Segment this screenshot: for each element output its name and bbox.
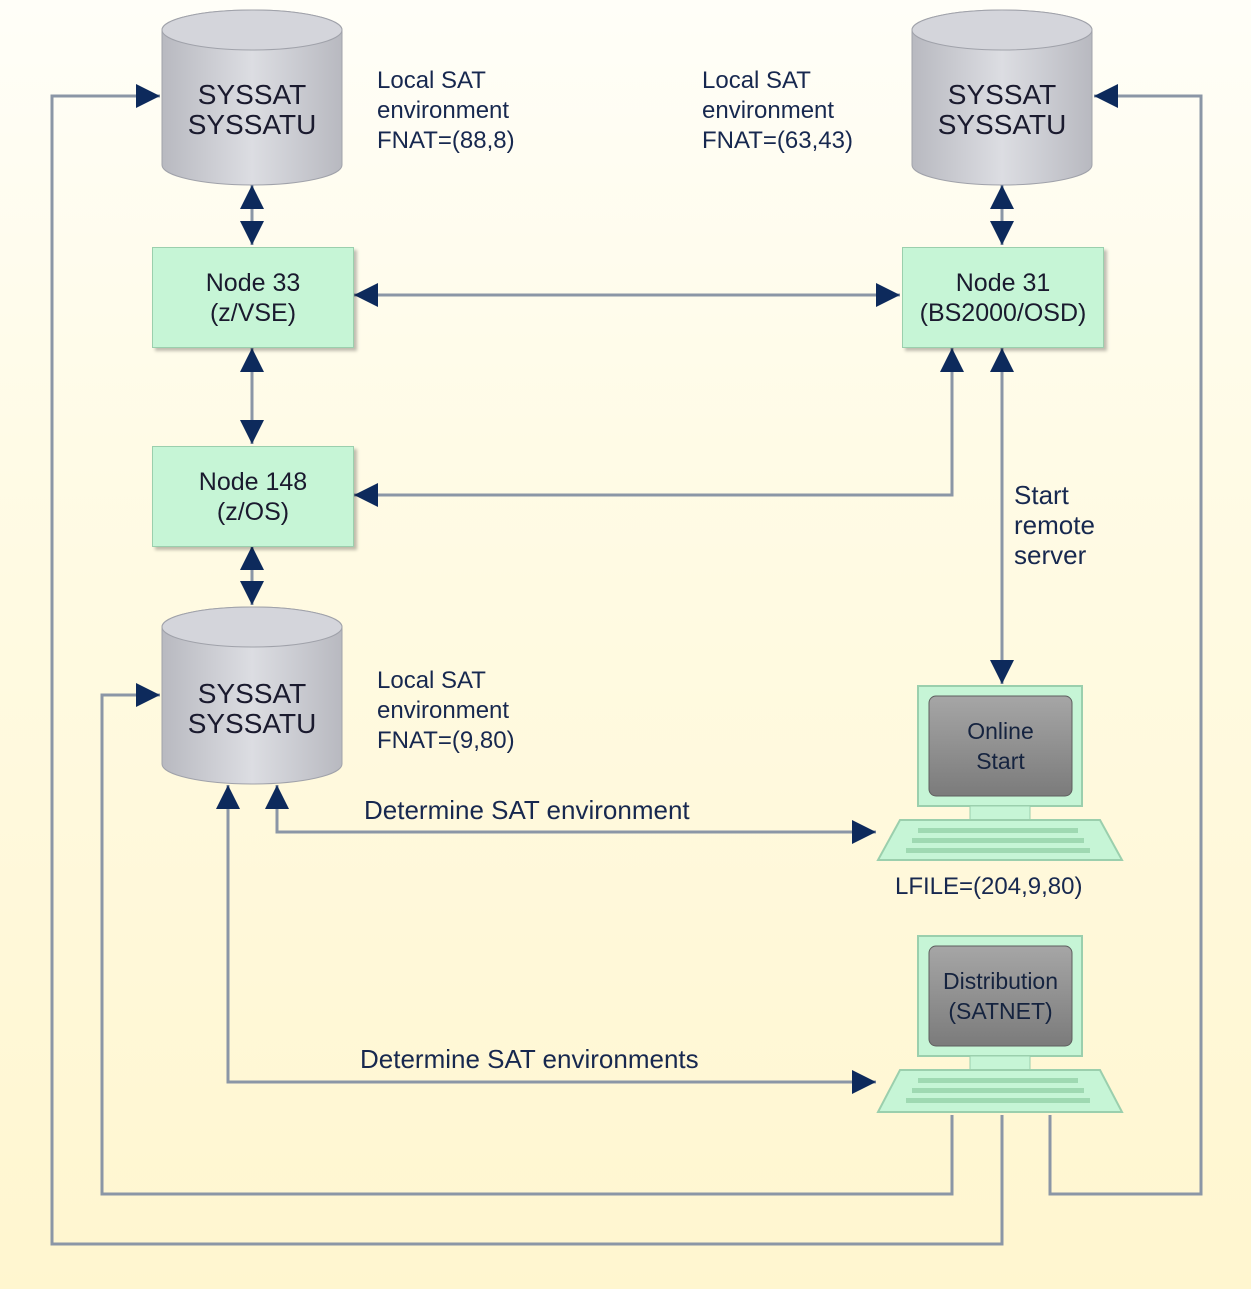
terminal-distribution	[876, 935, 1124, 1113]
start-remote-line3: server	[1014, 540, 1087, 570]
node-33-name: Node 33	[205, 268, 301, 297]
db-middle-left-line2: SYSSATU	[187, 708, 317, 739]
node-31-name: Node 31	[955, 268, 1051, 297]
online-start-line2: Start	[976, 748, 1025, 774]
terminal-online-start	[876, 685, 1124, 861]
note-top-right-line1: Local SAT	[702, 67, 811, 94]
note-top-left-line3: FNAT=(88,8)	[377, 127, 515, 154]
online-start-caption: LFILE=(204,9,80)	[895, 873, 1083, 900]
determine-sat-environments-label: Determine SAT environments	[360, 1044, 699, 1074]
start-remote-line2: remote	[1014, 510, 1095, 540]
db-top-left-label: SYSSAT SYSSATU	[162, 80, 342, 140]
determine-sat-environment-label: Determine SAT environment	[364, 795, 690, 825]
online-start-line1: Online	[967, 718, 1034, 744]
note-top-left-line1: Local SAT	[377, 67, 486, 94]
distribution-line1: Distribution	[942, 968, 1059, 994]
database-top-left	[161, 9, 343, 186]
node-148-os: (z/OS)	[216, 497, 290, 526]
connector-dist-to-db-ml	[100, 683, 954, 1196]
note-top-left-line2: environment	[377, 97, 510, 124]
note-top-right-line2: environment	[702, 97, 835, 124]
note-middle-left-line1: Local SAT	[377, 667, 486, 694]
distribution-line2: (SATNET)	[948, 998, 1053, 1024]
connector-dist-to-db-tr	[1048, 84, 1203, 1196]
node-33-os: (z/VSE)	[209, 298, 297, 327]
node-148-name: Node 148	[198, 467, 308, 496]
start-remote-line1: Start	[1014, 480, 1069, 510]
note-middle-left-line3: FNAT=(9,80)	[377, 727, 515, 754]
note-top-right-line3: FNAT=(63,43)	[702, 127, 853, 154]
note-top-right: Local SAT environment FNAT=(63,43)	[702, 66, 853, 156]
node-148: Node 148 (z/OS)	[152, 446, 354, 547]
node-31: Node 31 (BS2000/OSD)	[902, 247, 1104, 348]
node-33: Node 33 (z/VSE)	[152, 247, 354, 348]
node-31-os: (BS2000/OSD)	[919, 298, 1087, 327]
db-top-right-label: SYSSAT SYSSATU	[912, 80, 1092, 140]
connector-node31-node148	[354, 348, 964, 507]
distribution-screen: Distribution (SATNET)	[929, 966, 1072, 1026]
start-remote-server-label: Start remote server	[1014, 480, 1095, 570]
database-middle-left	[161, 606, 343, 785]
db-top-right-line2: SYSSATU	[937, 109, 1067, 140]
db-top-right-line1: SYSSAT	[947, 79, 1057, 110]
db-middle-left-line1: SYSSAT	[197, 678, 307, 709]
db-middle-left-label: SYSSAT SYSSATU	[162, 679, 342, 739]
note-top-left: Local SAT environment FNAT=(88,8)	[377, 66, 515, 156]
note-middle-left: Local SAT environment FNAT=(9,80)	[377, 666, 515, 756]
connector-dist-to-db-tl	[50, 84, 1004, 1246]
connector-determine-many	[216, 785, 876, 1094]
database-top-right	[911, 9, 1093, 186]
note-middle-left-line2: environment	[377, 697, 510, 724]
online-start-screen: Online Start	[929, 716, 1072, 776]
db-top-left-line2: SYSSATU	[187, 109, 317, 140]
db-top-left-line1: SYSSAT	[197, 79, 307, 110]
